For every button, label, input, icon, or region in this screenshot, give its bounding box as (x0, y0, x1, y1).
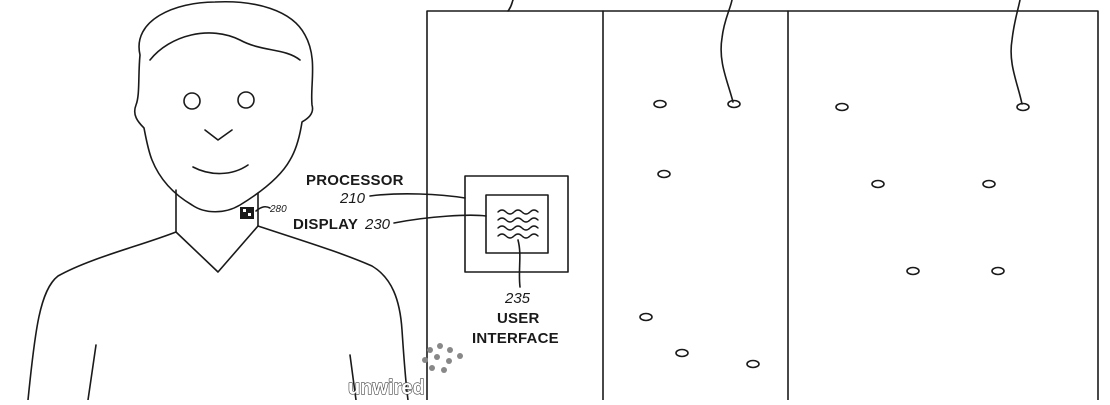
nose (204, 129, 233, 141)
hair-fringe (149, 32, 301, 61)
left-shoulder (27, 231, 177, 401)
display-panels (426, 0, 1099, 405)
processor-leader (369, 193, 466, 199)
reference-labels: PROCESSOR 210 DISPLAY 230 235 USER INTER… (269, 172, 559, 347)
collar (175, 225, 259, 273)
dot (675, 348, 689, 358)
display-box (485, 194, 549, 254)
dot (1016, 102, 1030, 112)
watermark: unwired (347, 343, 463, 400)
panel-outline (426, 10, 1099, 405)
dot (982, 179, 996, 189)
mouth (192, 164, 249, 175)
processor-ref: 210 (339, 190, 366, 207)
dot-markers (639, 99, 1030, 369)
user-interface-waves (497, 209, 539, 239)
dot (653, 99, 667, 109)
right-shoulder (257, 225, 409, 401)
watermark-text: unwired (348, 377, 425, 399)
sensor-leader (255, 205, 271, 212)
watermark-dots (422, 343, 463, 373)
dot (657, 169, 671, 179)
dot (639, 312, 653, 322)
processor-box (464, 175, 569, 273)
dot (906, 266, 920, 276)
ui-leader (517, 239, 521, 288)
panel-leader-1 (507, 0, 514, 12)
panel-leader-3 (1010, 0, 1023, 105)
display-ref: 230 (364, 216, 391, 233)
dot (871, 179, 885, 189)
panel-leader-2 (720, 0, 734, 103)
neck-sensor (240, 207, 254, 219)
display-leader (393, 214, 487, 224)
dot (746, 359, 760, 369)
ui-ref: 235 (504, 290, 531, 307)
right-arm-inner (349, 354, 357, 401)
dot (727, 99, 741, 109)
left-arm-inner (87, 344, 97, 401)
ui-label-line1: USER (497, 310, 539, 327)
dot (991, 266, 1005, 276)
right-eye (237, 91, 255, 109)
processor-label: PROCESSOR (306, 172, 404, 189)
display-label: DISPLAY (293, 216, 358, 233)
person-hair (133, 0, 314, 213)
person-figure (27, 0, 409, 401)
left-eye (183, 92, 201, 110)
sensor-ref: 280 (269, 204, 287, 215)
device (369, 175, 569, 288)
dot (835, 102, 849, 112)
ui-label-line2: INTERFACE (472, 330, 559, 347)
